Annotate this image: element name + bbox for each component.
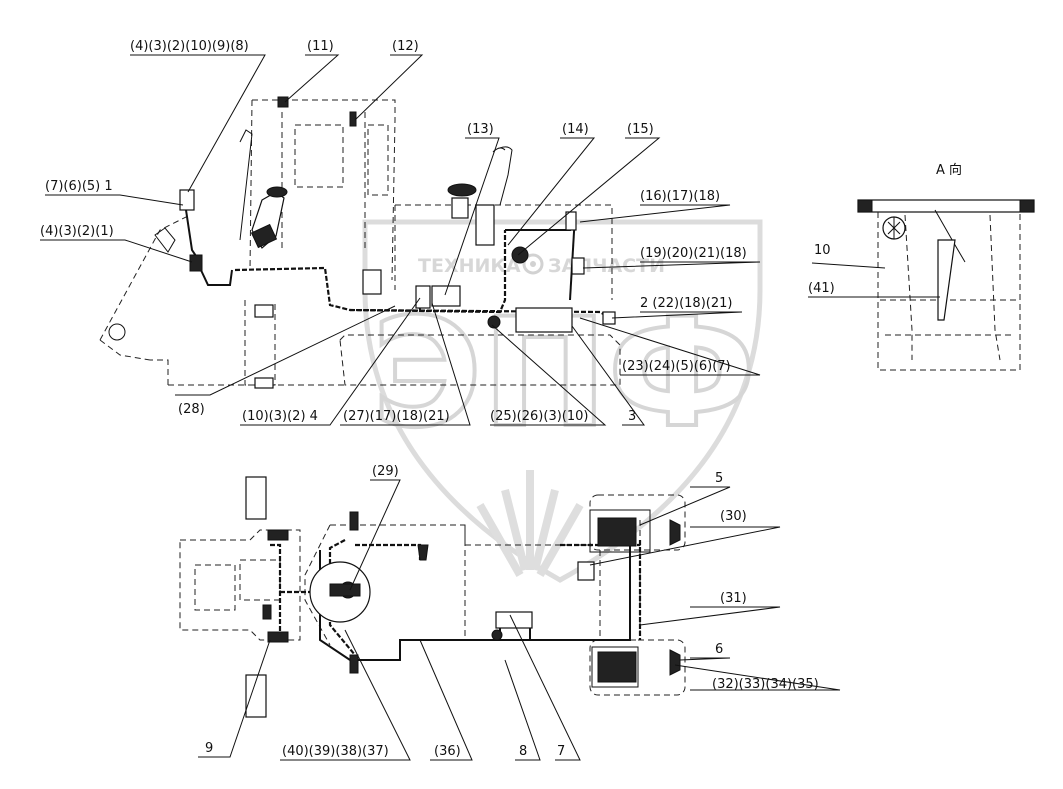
callout-3: 3 — [628, 409, 636, 424]
view-a-cab — [857, 199, 1035, 371]
side-view: (4)(3)(2)(10)(9)(8) (11) (12) (13) (14) … — [40, 39, 761, 426]
top-leaders — [198, 479, 841, 761]
callout-11: (11) — [307, 39, 334, 54]
callout-8: 8 — [519, 744, 527, 759]
battery-top — [495, 611, 533, 629]
engine-block — [475, 204, 495, 246]
view-a-callout-41: (41) — [808, 281, 835, 296]
work-lamp-front — [179, 189, 195, 211]
rear-bracket — [254, 377, 274, 389]
callout-7: 7 — [557, 744, 565, 759]
steering-wheel — [266, 186, 288, 198]
gear-icon — [522, 253, 544, 275]
cab-outline — [249, 99, 396, 281]
callout-40-39-38-37: (40)(39)(38)(37) — [282, 744, 389, 759]
cab-step — [362, 269, 382, 295]
callout-31: (31) — [720, 591, 747, 606]
horn — [565, 211, 577, 231]
loader-arm — [108, 227, 176, 341]
callout-29: (29) — [372, 464, 399, 479]
callout-5: 5 — [715, 471, 723, 486]
relay-panel-top — [597, 651, 637, 683]
view-a-wiper-blade — [937, 239, 956, 321]
view-a-callout-10: 10 — [814, 243, 831, 258]
callout-7-6-5-1: (7)(6)(5) 1 — [45, 179, 113, 194]
callout-16-17-18: (16)(17)(18) — [640, 189, 720, 204]
callout-4-3-2-1: (4)(3)(2)(1) — [40, 224, 114, 239]
mirror-right — [349, 654, 359, 674]
callout-23-24-5-6-7: (23)(24)(5)(6)(7) — [622, 359, 731, 374]
wheat-emblem — [476, 470, 584, 577]
callout-9: 9 — [205, 741, 213, 756]
callout-13: (13) — [467, 122, 494, 137]
callout-4-3-2-10-9-8: (4)(3)(2)(10)(9)(8) — [130, 39, 249, 54]
view-a-roof — [857, 199, 1035, 213]
battery — [515, 307, 573, 333]
callout-2-22-18-21: 2 (22)(18)(21) — [640, 296, 732, 311]
relay-box — [415, 285, 431, 309]
callout-36: (36) — [434, 744, 461, 759]
callout-15: (15) — [627, 122, 654, 137]
side-components — [179, 96, 616, 389]
fuse-box — [431, 285, 461, 307]
air-filter — [451, 197, 469, 219]
alternator-top — [577, 561, 595, 581]
callout-10-3-2-4: (10)(3)(2) 4 — [242, 409, 318, 424]
view-a-wiper-arm — [934, 209, 966, 263]
callout-27-17-18-21: (27)(17)(18)(21) — [343, 409, 450, 424]
sensor — [571, 257, 585, 275]
callout-12: (12) — [392, 39, 419, 54]
callout-19-20-21-18: (19)(20)(21)(18) — [640, 246, 747, 261]
alternator — [511, 246, 529, 264]
callout-25-26-3-10: (25)(26)(3)(10) — [490, 409, 588, 424]
front-tyre-right — [245, 674, 267, 718]
callout-30: (30) — [720, 509, 747, 524]
watermark-brand-left: ТЕХНИКА — [418, 255, 521, 277]
starter — [487, 315, 501, 329]
top-components — [262, 511, 681, 683]
air-filter-cap — [447, 183, 477, 197]
view-a-title: A 向 — [936, 162, 962, 178]
fuse-panel-top — [597, 517, 637, 547]
mirror-left — [349, 511, 359, 531]
roof-lamp — [277, 96, 289, 108]
beacon — [349, 111, 357, 127]
callout-6: 6 — [715, 642, 723, 657]
callout-28: (28) — [178, 402, 205, 417]
view-a: A 向 10 (41) — [808, 162, 1035, 371]
wiper-arm — [239, 129, 253, 241]
side-leaders — [40, 54, 761, 426]
top-view: (29) 5 (30) (31) 6 (32)(33)(34)(35) 9 (4… — [179, 464, 841, 761]
callout-32-33-34-35: (32)(33)(34)(35) — [712, 677, 819, 692]
callout-14: (14) — [562, 122, 589, 137]
frame-bracket — [254, 304, 274, 318]
tail-lamp-left — [669, 519, 681, 546]
headlamp-front — [189, 254, 203, 272]
watermark: ТЕХНИКА ЗАПЧАСТИ ЭПФ — [362, 219, 763, 583]
steering-boot — [250, 223, 278, 249]
tail-lamp-right — [669, 649, 681, 676]
front-tyre-left — [245, 476, 267, 520]
